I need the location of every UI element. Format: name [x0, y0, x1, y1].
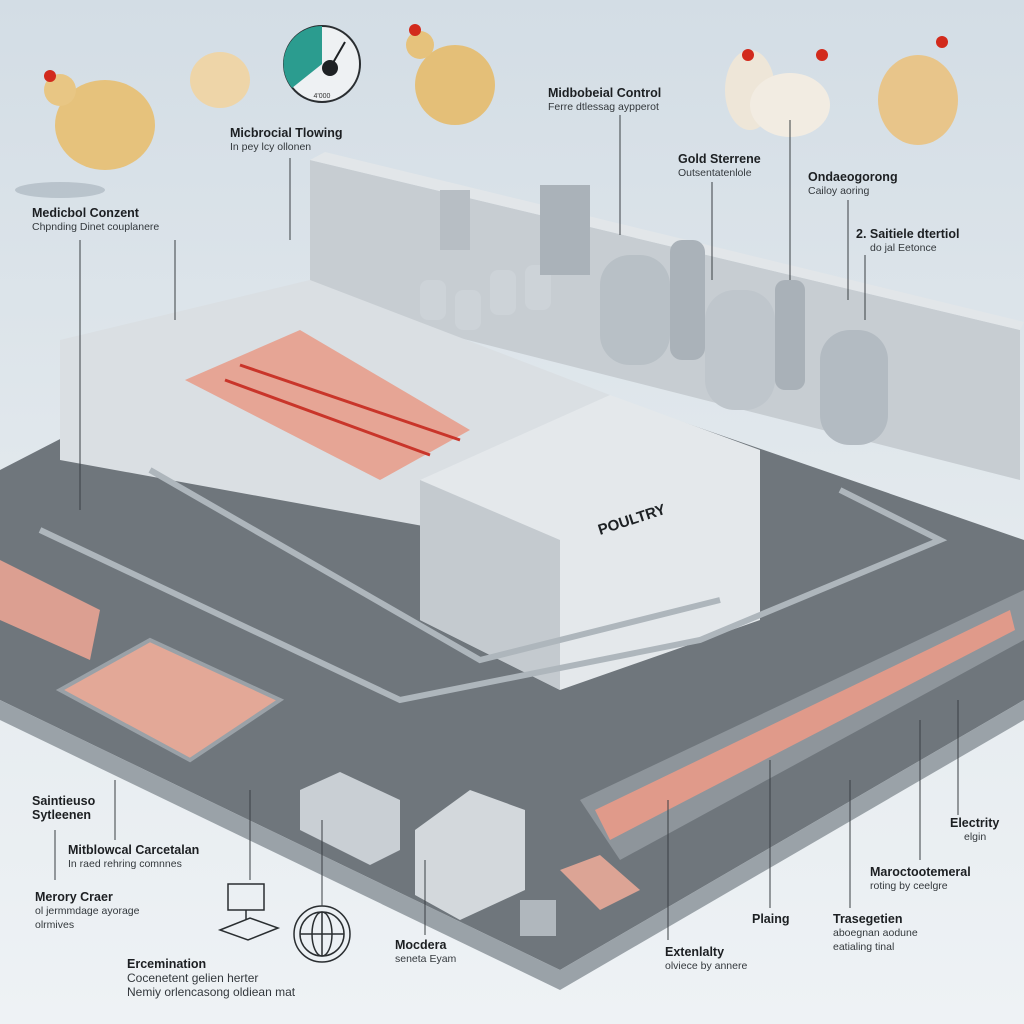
meat-bin-1 [0, 560, 100, 660]
callout-sub: elgin [964, 831, 987, 843]
computer-icon [217, 883, 281, 941]
callout-sub: Sytleenen [32, 808, 92, 822]
callout-sub: Cocenetent gelien herter [127, 971, 259, 985]
equipment-cabinets [300, 772, 556, 936]
chicken-icon [878, 36, 958, 145]
callout-sub: do jal Eetonce [870, 242, 937, 254]
callout-title: Ondaeogorong [808, 170, 898, 184]
processing-machines [420, 185, 590, 330]
callout-title: Midbobeial Control [548, 86, 662, 100]
callout-sub: seneta Eyam [395, 953, 457, 965]
gauge-label: 4'000 [314, 93, 331, 100]
callout-sub: In raed rehring comnnes [68, 858, 182, 870]
callout-sub: Nemiy orlencasong oldiean mat [127, 985, 296, 999]
callout-title: Extenlalty [665, 945, 725, 959]
callout-title: 2. Saitiele dtertiol [856, 227, 960, 241]
callout-leader-lines [54, 115, 959, 940]
callout-sub: ol jermmdage ayorage [35, 905, 140, 917]
callout-title: Trasegetien [833, 912, 903, 926]
callout-title: Mocdera [395, 938, 447, 952]
storage-tanks [600, 240, 888, 445]
callout-title: Maroctootemeral [870, 865, 971, 879]
callout-title: Plaing [752, 912, 790, 926]
gauge-icon: 4'000 [283, 25, 361, 103]
conveyor-right-meat [595, 610, 1015, 840]
callout-title: Saintieuso [32, 794, 96, 808]
callout-sub: olrmives [35, 919, 75, 931]
building-front-wall [420, 480, 560, 690]
callout-title: Electrity [950, 816, 1000, 830]
callout-title: Micbrocial Tlowing [230, 126, 343, 140]
callout-sub: In pey lcy ollonen [230, 141, 312, 153]
shackle-line [224, 363, 461, 457]
callout-sub: Outsentatenlole [678, 167, 752, 179]
chicken-icon [725, 49, 830, 137]
chicken-icon [15, 70, 155, 198]
chicken-icon [190, 52, 250, 108]
callout-sub: Cailoy aoring [808, 185, 870, 197]
back-wall-top [310, 152, 1024, 330]
callout-title: Gold Sterrene [678, 152, 761, 166]
side-bin [560, 855, 640, 910]
chicken-icon [406, 24, 495, 125]
callout-title: Ercemination [127, 957, 207, 971]
callout-sub: Ferre dtlessag aypperot [548, 101, 659, 113]
globe-icon [293, 905, 351, 963]
callout-sub: olviece by annere [665, 960, 748, 972]
callout-sub: aboegnan aodune [833, 927, 918, 939]
callout-title: Merory Craer [35, 890, 113, 904]
callout-plaing: Plaing [752, 912, 790, 926]
meat-bin-2 [55, 637, 285, 763]
chickens [15, 24, 958, 198]
callout-title: Medicbol Conzent [32, 206, 139, 220]
callout-sub: eatialing tinal [833, 941, 895, 953]
conveyor-pipes [38, 467, 948, 704]
callout-title: Mitblowcal Carcetalan [68, 843, 200, 857]
callout-sub: Chpnding Dinet couplanere [32, 221, 160, 233]
callout-sub: roting by ceelgre [870, 880, 948, 892]
